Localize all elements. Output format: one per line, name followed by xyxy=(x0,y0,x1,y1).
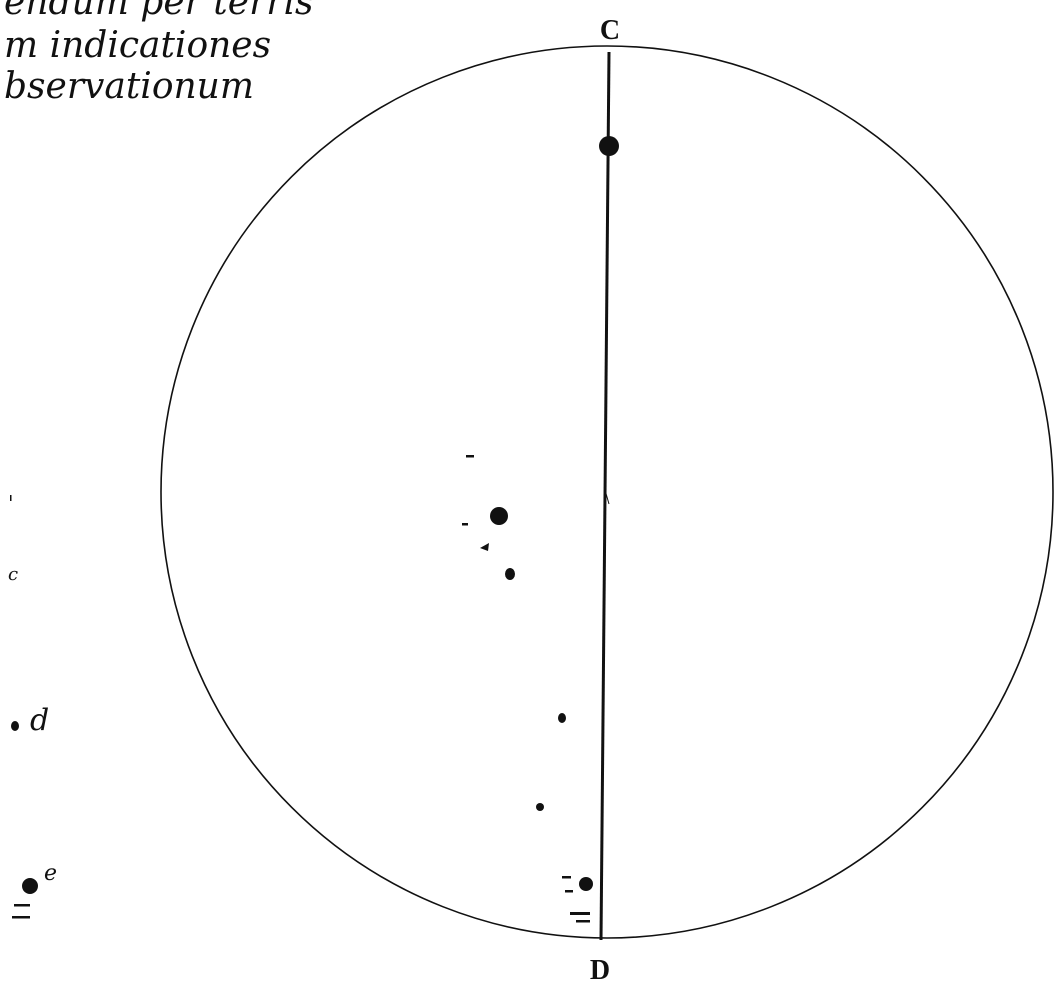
margin-spot-e xyxy=(22,878,38,894)
sunspot-middle xyxy=(490,507,508,525)
sunspot-top xyxy=(599,136,619,156)
caption-line-1: endum per terris xyxy=(4,0,313,23)
label-c: C xyxy=(600,15,620,46)
spot-fleck-3 xyxy=(480,543,489,551)
margin-fleck-2 xyxy=(12,916,30,919)
caption-line-3: bservationum xyxy=(4,66,254,107)
spot-small-2 xyxy=(558,713,566,723)
margin-letter-e: e xyxy=(44,861,57,886)
spot-fleck-7 xyxy=(576,920,590,923)
caption-line-2: m indicationes xyxy=(4,25,271,66)
margin-spot-d xyxy=(11,721,19,731)
spot-small-3 xyxy=(536,803,544,811)
solar-disk xyxy=(160,45,1054,939)
spot-fleck-1 xyxy=(466,455,474,458)
spot-fleck-6 xyxy=(570,912,590,915)
spot-fleck-5 xyxy=(565,890,573,893)
spot-fleck-2 xyxy=(462,523,468,526)
margin-mark xyxy=(10,495,12,501)
margin-letter-c: c xyxy=(8,564,18,585)
spot-fleck-4 xyxy=(562,876,571,879)
margin-letter-d: d xyxy=(30,703,49,738)
margin-fleck-1 xyxy=(14,904,30,907)
spot-small-1 xyxy=(505,568,515,580)
label-d: D xyxy=(590,955,610,984)
axis-tick xyxy=(604,489,610,505)
axis-line-cd xyxy=(599,51,611,941)
sunspot-bottom xyxy=(579,877,593,891)
